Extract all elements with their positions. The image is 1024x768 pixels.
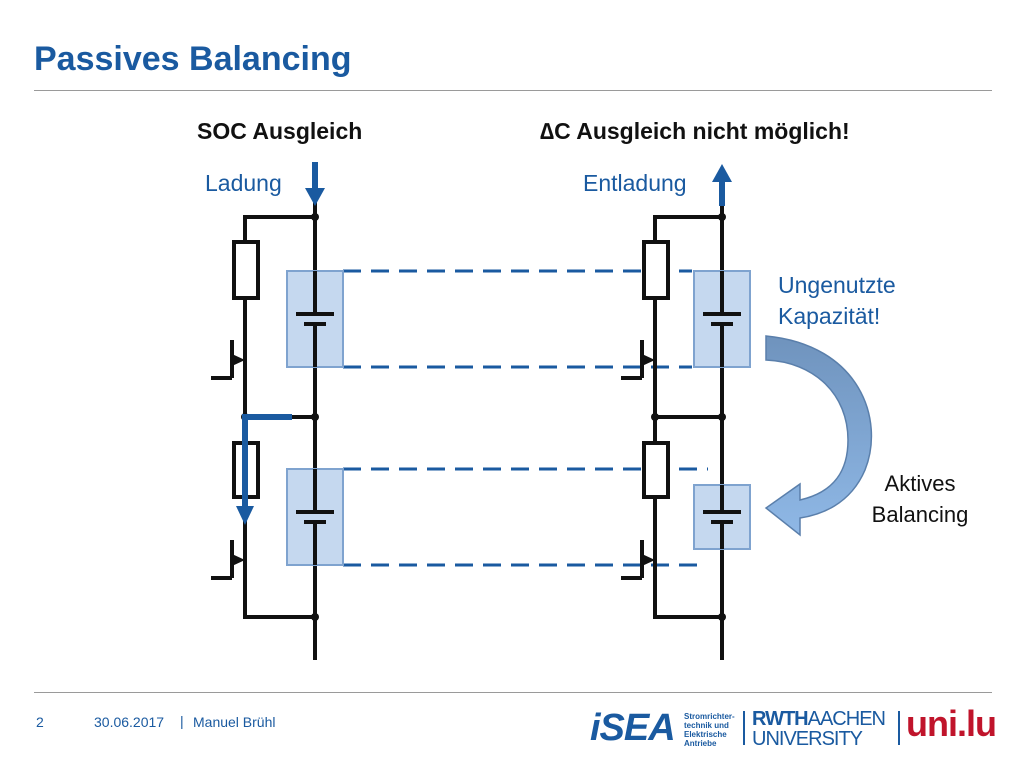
left-circuit (211, 200, 317, 660)
right-nodes (651, 213, 726, 621)
left-upper-mosfet-arrow (232, 354, 245, 366)
note-active-line2: Balancing (871, 502, 969, 527)
right-node-1 (718, 213, 726, 221)
isea-sub-line-4: Antriebe (684, 739, 717, 748)
right-node-3 (651, 413, 659, 421)
note-unused-capacity: Ungenutzte Kapazität! (778, 270, 896, 332)
rwth-logo-bold: RWTH (752, 708, 809, 730)
heading-delta-c: ∆C Ausgleich nicht möglich! (540, 118, 850, 144)
unilu-logo: uni.lu (906, 703, 997, 744)
isea-sub-line-2: technik und (684, 721, 729, 730)
left-balancing-current (242, 414, 292, 510)
entladung-arrowhead (712, 164, 732, 182)
left-node-1 (311, 213, 319, 221)
left-lower-mosfet-arrow (232, 554, 245, 566)
left-upper-top-wire (243, 215, 315, 240)
footer-page-number: 2 (36, 714, 44, 730)
isea-logo-subtitle: Stromrichter- technik und Elektrische An… (684, 712, 744, 748)
isea-sub-line-3: Elektrische (684, 730, 727, 739)
left-upper-resistor (232, 240, 260, 300)
title-divider (34, 90, 992, 91)
footer-divider (34, 692, 992, 693)
ladung-arrowhead (305, 188, 325, 206)
label-entladung: Entladung (583, 170, 687, 196)
right-lower-mosfet-arrow (642, 554, 655, 566)
isea-sub-line-1: Stromrichter- (684, 712, 735, 721)
page-title: Passives Balancing (34, 40, 352, 78)
right-bottom-wire (653, 595, 722, 619)
active-balancing-arrow (764, 335, 873, 537)
footer-date: 30.06.2017 (94, 714, 165, 730)
balancing-current-path (242, 414, 292, 510)
left-bottom-wire (243, 595, 315, 619)
right-circuit (621, 200, 724, 660)
left-node-2 (311, 413, 319, 421)
right-upper-top-wire (653, 215, 722, 240)
right-battery-symbols (703, 271, 741, 549)
note-active-balancing: Aktives Balancing (860, 468, 980, 530)
right-mosfet-arrows (642, 354, 655, 566)
logo-divider-1 (743, 711, 745, 745)
footer-separator: | (180, 713, 184, 729)
note-unused-line2: Kapazität! (778, 303, 881, 329)
rwth-logo-university: UNIVERSITY (752, 728, 863, 750)
left-mosfet-arrows (232, 354, 245, 566)
note-active-line1: Aktives (884, 471, 956, 496)
right-upper-resistor (642, 240, 670, 300)
left-node-4 (311, 613, 319, 621)
isea-logo: iSEA (590, 707, 676, 749)
right-upper-mosfet-arrow (642, 354, 655, 366)
rwth-logo: RWTHAACHEN UNIVERSITY (752, 708, 886, 750)
rwth-logo-aachen: AACHEN (807, 708, 886, 730)
right-node-4 (718, 613, 726, 621)
note-unused-line1: Ungenutzte (778, 272, 896, 298)
right-lower-resistor (642, 441, 670, 499)
left-battery-symbols (296, 271, 334, 565)
label-ladung: Ladung (205, 170, 282, 196)
heading-soc: SOC Ausgleich (197, 118, 363, 144)
logo-divider-2 (898, 711, 900, 745)
footer-author: Manuel Brühl (193, 714, 276, 730)
right-node-2 (718, 413, 726, 421)
balancing-current-arrowhead (236, 506, 254, 525)
